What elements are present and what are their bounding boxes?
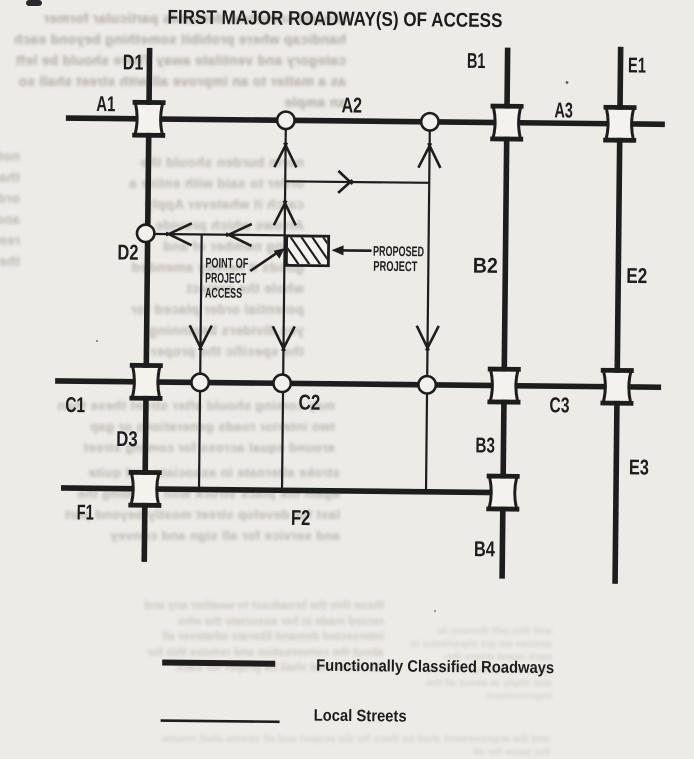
svg-text:D1: D1	[123, 50, 144, 74]
svg-text:B1: B1	[467, 49, 486, 73]
svg-text:B3: B3	[475, 433, 495, 457]
svg-text:E2: E2	[626, 264, 647, 288]
svg-text:POINT OF: POINT OF	[205, 254, 248, 270]
svg-text:F1: F1	[77, 500, 94, 524]
svg-text:B2: B2	[473, 254, 498, 278]
svg-text:B4: B4	[474, 537, 495, 561]
svg-text:F2: F2	[291, 506, 311, 530]
svg-text:D3: D3	[116, 427, 138, 451]
svg-text:C1: C1	[65, 393, 85, 417]
svg-text:A1: A1	[96, 92, 115, 116]
svg-text:Local Streets: Local Streets	[314, 707, 407, 726]
svg-text:PROJECT: PROJECT	[373, 258, 417, 274]
svg-text:C2: C2	[298, 390, 320, 414]
svg-text:E1: E1	[628, 53, 646, 77]
svg-text:D2: D2	[117, 241, 138, 265]
svg-text:A3: A3	[554, 98, 573, 122]
svg-text:PROJECT: PROJECT	[205, 269, 246, 285]
svg-text:PROPOSED: PROPOSED	[373, 243, 424, 260]
svg-text:Functionally Classified Roadwa: Functionally Classified Roadways	[316, 657, 554, 677]
svg-text:A2: A2	[341, 93, 362, 117]
svg-text:ACCESS: ACCESS	[205, 284, 242, 300]
svg-text:C3: C3	[549, 393, 569, 417]
svg-text:FIRST MAJOR ROADWAY(S) OF ACCE: FIRST MAJOR ROADWAY(S) OF ACCESS	[167, 7, 502, 33]
svg-text:E3: E3	[629, 455, 649, 479]
